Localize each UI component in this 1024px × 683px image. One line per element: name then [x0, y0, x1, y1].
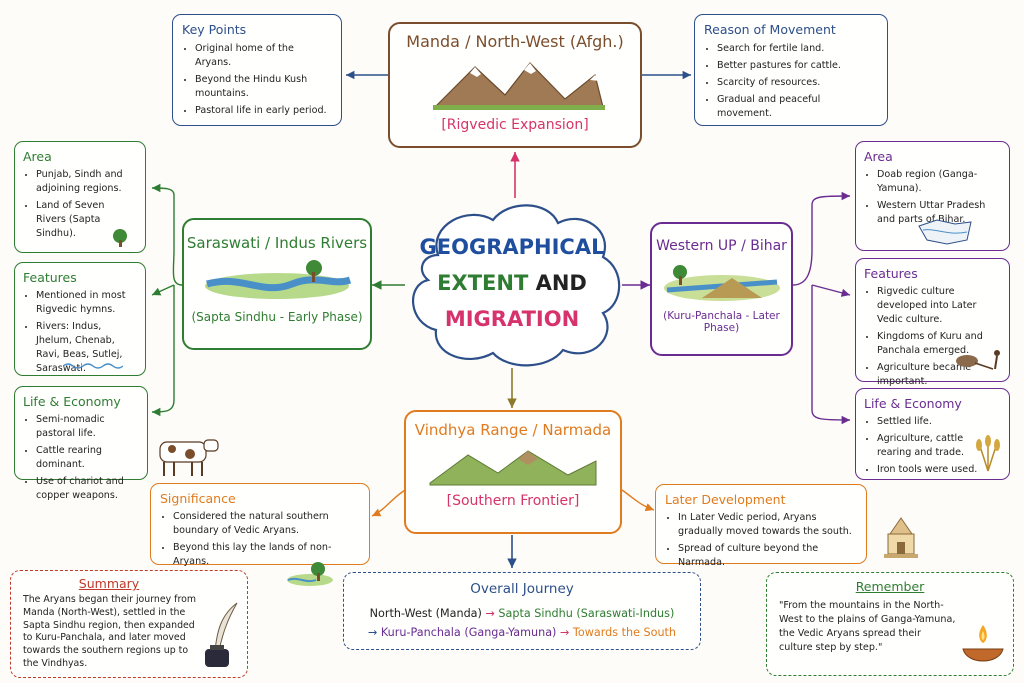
- center-line3: MIGRATION: [444, 307, 580, 331]
- cow-icon: [159, 439, 219, 476]
- later-item: In Later Vedic period, Aryans gradually …: [678, 511, 857, 539]
- reason-item: Gradual and peaceful movement.: [717, 93, 878, 121]
- summary-text: The Aryans began their journey from Mand…: [23, 594, 196, 669]
- south-title: Vindhya Range / Narmada: [414, 421, 612, 439]
- key-points-box: Key Points Original home of the Aryans. …: [172, 14, 342, 126]
- reason-title: Reason of Movement: [704, 22, 836, 37]
- journey-box: Overall Journey North-West (Manda) → Sap…: [343, 572, 701, 650]
- significance-title: Significance: [160, 491, 236, 506]
- journey-step-kuru-panchala: Kuru-Panchala: [380, 626, 461, 639]
- wave-icon: [63, 363, 123, 369]
- north-subtitle: [Rigvedic Expansion]: [441, 117, 589, 133]
- west-life-box: Life & Economy Semi-nomadic pastoral lif…: [14, 386, 148, 501]
- remember-text: "From the mountains in the North-West to…: [779, 600, 956, 653]
- oil-lamp-icon: [962, 625, 1004, 662]
- east-area-box: Area Doab region (Ganga-Yamuna). Western…: [855, 141, 1010, 251]
- journey-arrow: →: [559, 626, 570, 639]
- significance-item: Considered the natural southern boundary…: [173, 510, 360, 538]
- center-line1: GEOGRAPHICAL: [419, 235, 605, 259]
- west-features-title: Features: [23, 270, 77, 285]
- west-life-item: Cattle rearing dominant.: [36, 444, 139, 472]
- later-title: Later Development: [665, 492, 786, 507]
- summary-title: Summary: [78, 576, 140, 591]
- significance-box: Significance Considered the natural sout…: [150, 483, 370, 567]
- west-life-title: Life & Economy: [23, 394, 121, 409]
- wheat-icon: [976, 435, 1000, 472]
- west-life-item: Semi-nomadic pastoral life.: [36, 413, 139, 441]
- journey-step-northwest: North-West (Manda): [369, 607, 482, 620]
- remember-box: Remember "From the mountains in the Nort…: [766, 572, 1014, 676]
- south-node: Vindhya Range / Narmada [Southern Fronti…: [404, 410, 622, 534]
- journey-step-sapta-sindhu-note: (Saraswati-Indus): [576, 607, 675, 620]
- reason-item: Better pastures for cattle.: [717, 59, 878, 73]
- west-area-title: Area: [23, 149, 52, 164]
- reason-box: Reason of Movement Search for fertile la…: [694, 14, 888, 126]
- east-subtitle: (Kuru-Panchala - Later Phase): [663, 310, 780, 334]
- river-icon: [205, 260, 352, 299]
- east-area-title: Area: [864, 149, 893, 164]
- reason-item: Scarcity of resources.: [717, 76, 878, 90]
- east-features-box: Features Rigvedic culture developed into…: [855, 258, 1010, 387]
- east-life-box: Life & Economy Settled life. Agriculture…: [855, 388, 1010, 480]
- east-title: Western UP / Bihar: [656, 238, 787, 254]
- plough-icon: [956, 350, 1000, 370]
- center-cloud: GEOGRAPHICAL EXTENT AND MIGRATION: [398, 195, 626, 371]
- significance-item: Beyond this lay the lands of non-Aryans.: [173, 541, 360, 569]
- east-life-item: Agriculture, cattle rearing and trade.: [877, 432, 987, 460]
- center-extent: EXTENT: [437, 271, 529, 295]
- journey-step-kuru-panchala-note: (Ganga-Yamuna): [464, 626, 557, 639]
- south-subtitle: [Southern Frontier]: [446, 493, 580, 509]
- summary-box: Summary The Aryans began their journey f…: [10, 570, 248, 678]
- east-node: Western UP / Bihar (Kuru-Panchala - Late…: [650, 222, 793, 356]
- landscape-icon: [287, 562, 333, 586]
- tree-icon: [113, 229, 127, 247]
- west-features-item: Rivers: Indus, Jhelum, Chenab, Ravi, Bea…: [36, 320, 137, 376]
- west-subtitle: (Sapta Sindhu - Early Phase): [191, 310, 363, 324]
- west-area-item: Land of Seven Rivers (Sapta Sindhu).: [36, 199, 137, 241]
- journey-step-sapta-sindhu: Sapta Sindhu: [498, 607, 573, 620]
- fields-icon: [663, 265, 780, 301]
- west-features-item: Mentioned in most Rigvedic hymns.: [36, 289, 137, 317]
- journey-arrow: →: [485, 607, 495, 620]
- west-area-box: Area Punjab, Sindh and adjoining regions…: [14, 141, 146, 253]
- east-life-item: Settled life.: [877, 415, 1001, 429]
- east-features-title: Features: [864, 266, 918, 281]
- mountains-icon: [433, 62, 605, 110]
- later-item: Spread of culture beyond the Narmada.: [678, 542, 857, 570]
- key-points-title: Key Points: [182, 22, 247, 37]
- north-title: Manda / North-West (Afgh.): [406, 32, 624, 51]
- key-point-item: Beyond the Hindu Kush mountains.: [195, 73, 332, 101]
- reason-item: Search for fertile land.: [717, 42, 878, 56]
- east-features-item: Kingdoms of Kuru and Panchala emerged.: [877, 330, 993, 358]
- key-point-item: Original home of the Aryans.: [195, 42, 332, 70]
- temple-icon: [884, 517, 918, 558]
- east-area-item: Western Uttar Pradesh and parts of Bihar…: [877, 199, 1001, 227]
- east-life-item: Iron tools were used.: [877, 463, 1001, 477]
- west-title: Saraswati / Indus Rivers: [186, 234, 368, 252]
- east-features-item: Agriculture became important.: [877, 361, 972, 389]
- west-features-box: Features Mentioned in most Rigvedic hymn…: [14, 262, 146, 376]
- east-features-item: Rigvedic culture developed into Later Ve…: [877, 285, 993, 327]
- west-area-item: Punjab, Sindh and adjoining regions.: [36, 168, 137, 196]
- hills-icon: [429, 450, 597, 486]
- east-life-title: Life & Economy: [864, 396, 962, 411]
- north-node: Manda / North-West (Afgh.) [Rigvedic Exp…: [388, 22, 642, 148]
- journey-step-south: Towards the South: [572, 626, 677, 639]
- center-and: AND: [535, 271, 587, 295]
- journey-title: Overall Journey: [470, 581, 574, 597]
- east-area-item: Doab region (Ganga-Yamuna).: [877, 168, 1001, 196]
- later-box: Later Development In Later Vedic period,…: [655, 484, 867, 568]
- remember-title: Remember: [855, 579, 925, 594]
- west-node: Saraswati / Indus Rivers (Sapta Sindhu -…: [182, 218, 372, 350]
- quill-ink-icon: [205, 602, 238, 667]
- journey-arrow: →: [367, 626, 378, 639]
- map-icon: [918, 219, 972, 245]
- cloud-shape: [412, 204, 621, 367]
- west-life-item: Use of chariot and copper weapons.: [36, 475, 139, 503]
- key-point-item: Pastoral life in early period.: [195, 104, 332, 118]
